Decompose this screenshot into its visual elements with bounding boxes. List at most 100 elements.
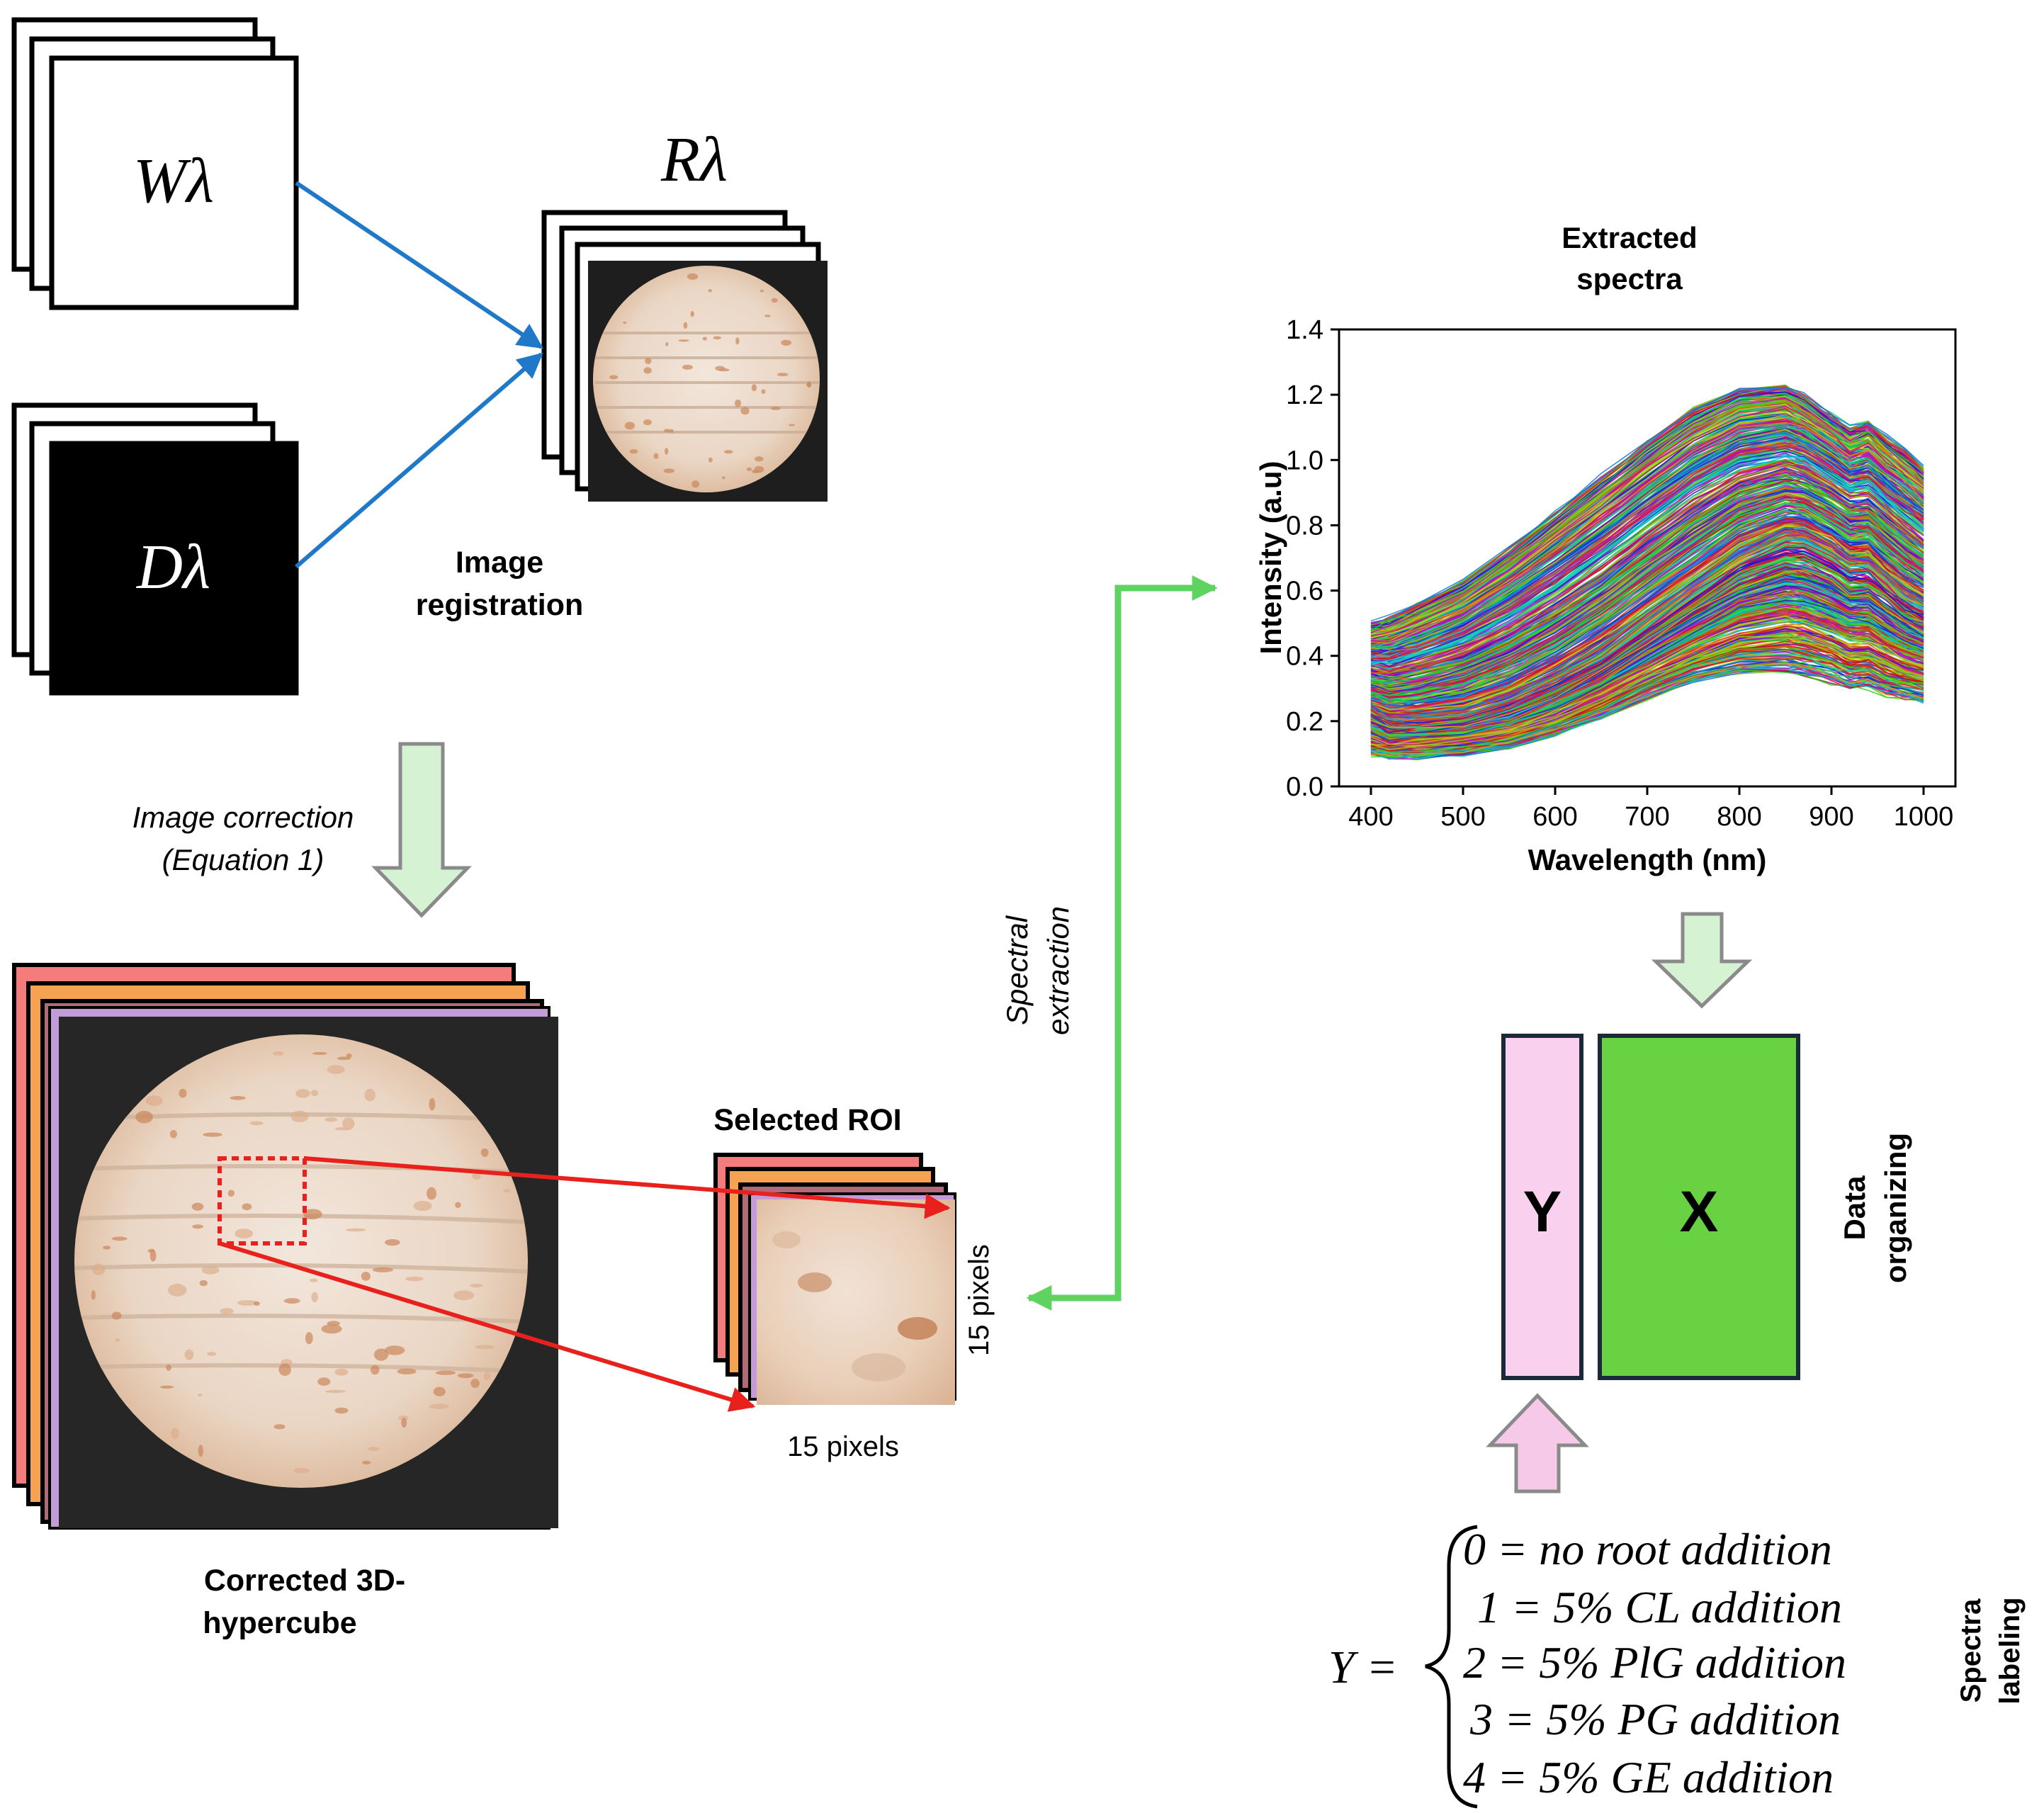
sample-speckle (346, 1053, 352, 1058)
spectrum-line (1370, 646, 1924, 753)
sample-speckle (771, 298, 778, 303)
white-reference-stack: Wλ (11, 17, 299, 310)
sample-speckle (160, 1385, 174, 1389)
sample-speckle (227, 1190, 235, 1197)
sample-speckle (145, 1095, 163, 1107)
roi-texture-2 (898, 1317, 937, 1340)
sample-speckle (788, 424, 796, 427)
spectrum-line (1370, 429, 1924, 650)
spectrum-line (1370, 599, 1924, 741)
x-matrix (1598, 1034, 1800, 1380)
sample-speckle (92, 1263, 106, 1276)
sample-speckle (723, 450, 733, 454)
sample-speckle (237, 1300, 258, 1306)
spectrum-line (1370, 525, 1924, 710)
sample-speckle (191, 1202, 204, 1211)
sample-speckle (702, 337, 708, 341)
data-organizing-arrow (1651, 912, 1753, 1009)
equation-case-4: 4 = 5% GE addition (1463, 1752, 1834, 1802)
sample-speckle (184, 1349, 194, 1360)
spectrum-line (1370, 541, 1924, 723)
sample-speckle (115, 1338, 120, 1342)
y-tick-label: 1.2 (1286, 380, 1323, 410)
y-tick-label: 0.8 (1286, 511, 1323, 541)
sample-speckle (207, 1352, 217, 1356)
sample-speckle (503, 1189, 511, 1193)
hypercube-sample (74, 1034, 528, 1488)
hypercube-label-1: Corrected 3D- (204, 1564, 405, 1598)
sample-speckle (111, 1311, 122, 1320)
spectrum-line (1370, 495, 1924, 694)
sample-speckle (203, 1132, 222, 1137)
image-registration-label-1: Image (456, 546, 543, 580)
sample-speckle (324, 1117, 338, 1122)
chart-title-line-1: Extracted (1562, 221, 1697, 254)
sample-speckle (746, 467, 752, 471)
sample-speckle (609, 375, 619, 380)
sample-speckle (470, 1284, 482, 1288)
sample-speckle (453, 1290, 475, 1301)
sample-speckle (198, 1445, 203, 1457)
sample-speckle (111, 1236, 128, 1241)
sample-speckle (373, 1348, 389, 1361)
y-matrix-label: Y (1523, 1180, 1562, 1244)
sample-speckle (368, 1447, 380, 1452)
spectrum-line (1370, 481, 1924, 685)
spectrum-line (1370, 667, 1924, 760)
x-tick-label: 1000 (1894, 802, 1954, 832)
registered-sample-image (593, 266, 820, 492)
sample-speckle (310, 1090, 319, 1096)
roi-width-label: 15 pixels (787, 1431, 899, 1462)
equation-case-2: 2 = 5% PlG addition (1463, 1637, 1846, 1688)
image-registration-label-2: registration (416, 588, 584, 622)
spectrum-line (1370, 387, 1924, 625)
sample-speckle (199, 1280, 208, 1287)
sample-speckle (372, 1267, 393, 1272)
spectra-labeling-label-1: Spectra (1955, 1598, 1987, 1702)
sample-speckle (334, 1407, 349, 1414)
spectrum-line (1370, 499, 1924, 692)
sample-speckle (718, 368, 730, 372)
spectrum-line (1370, 425, 1924, 649)
spectrum-line (1370, 514, 1924, 705)
sample-speckle (397, 1368, 417, 1374)
spectrum-line (1370, 520, 1924, 707)
spectrum-line (1370, 512, 1924, 706)
sample-speckle (169, 1129, 177, 1139)
sample-speckle (283, 1298, 300, 1304)
sample-speckle (361, 1272, 371, 1281)
spectrum-line (1370, 667, 1924, 757)
sample-speckle (722, 476, 725, 480)
equation-case-1: 1 = 5% CL addition (1477, 1582, 1842, 1632)
spectrum-line (1370, 569, 1924, 729)
sample-speckle (708, 288, 713, 293)
sample-speckle (623, 321, 627, 324)
sample-speckle (254, 1301, 260, 1306)
spectrum-line (1370, 488, 1924, 689)
sample-speckle (364, 1088, 376, 1102)
sample-speckle (337, 1056, 351, 1061)
x-axis-label: Wavelength (nm) (1528, 843, 1767, 876)
sample-speckle (781, 339, 792, 346)
spectrum-line (1370, 456, 1924, 670)
registration-arrow-dark (295, 352, 543, 569)
y-tick-label: 0.0 (1286, 772, 1323, 802)
sample-speckle (324, 1389, 346, 1394)
spectrum-line (1370, 635, 1924, 750)
equation-brace (1425, 1525, 1478, 1809)
dark-reference-symbol: Dλ (135, 532, 210, 602)
spectrum-line (1370, 474, 1924, 682)
sample-speckle (91, 1290, 96, 1300)
spectrum-line (1370, 474, 1924, 679)
roi-zoom-arrow-bottom (219, 1241, 756, 1412)
x-tick-label: 800 (1717, 802, 1761, 832)
spectrum-line (1370, 661, 1924, 757)
sample-speckle (429, 1403, 449, 1409)
sample-speckle (760, 289, 764, 293)
sample-speckle (770, 406, 781, 410)
sample-speckle (413, 1200, 432, 1212)
sample-speckle (303, 1209, 322, 1220)
sample-speckle (317, 1377, 331, 1386)
spectral-extraction-arrow (1026, 575, 1218, 1311)
sample-speckle (806, 383, 812, 388)
